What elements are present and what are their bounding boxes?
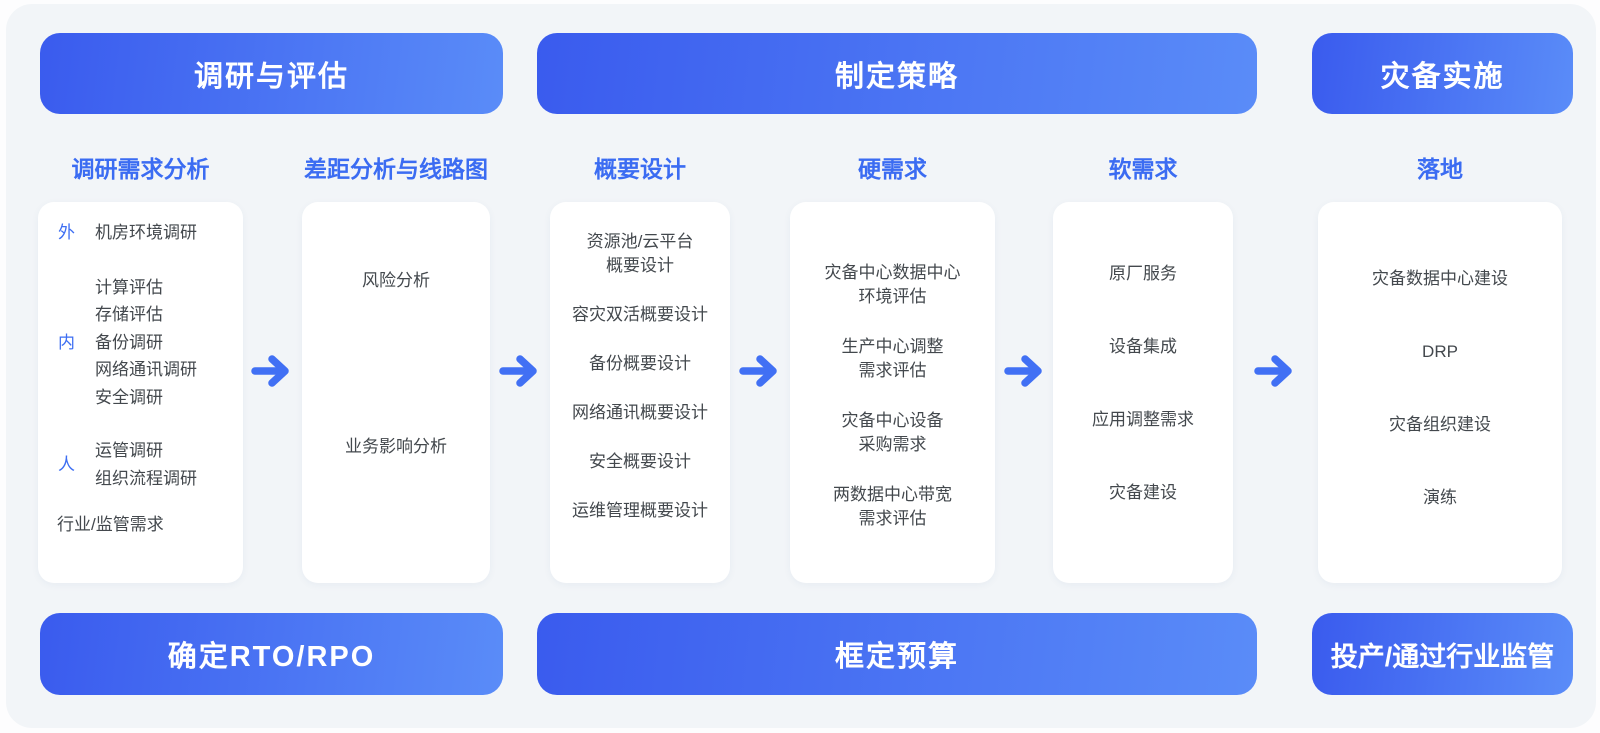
card-item: 运维管理概要设计 — [572, 501, 708, 520]
group-label-internal: 内 — [58, 332, 75, 352]
card-line: 运管调研 — [95, 441, 163, 460]
card-item-list: 原厂服务设备集成应用调整需求灾备建设 — [1053, 202, 1233, 505]
footer-banner-budget: 框定预算 — [537, 613, 1257, 695]
right-arrow-icon — [1004, 355, 1042, 387]
card-item: 容灾双活概要设计 — [572, 305, 708, 324]
card-item: 原厂服务 — [1109, 264, 1177, 283]
card-line: 网络通讯调研 — [95, 360, 197, 379]
card-line: 组织流程调研 — [95, 468, 197, 488]
card-item-list: 风险分析业务影响分析 — [302, 202, 490, 459]
card-item: 网络通讯概要设计 — [572, 403, 708, 422]
right-arrow-icon — [251, 355, 289, 387]
group-lines: 计算评估存储评估备份调研网络通讯调研安全调研 — [95, 274, 243, 412]
card-item: DRP — [1422, 342, 1458, 361]
card-item: 应用调整需求 — [1092, 410, 1194, 429]
card-line: 机房环境调研 — [95, 223, 197, 242]
industry-regulation-line: 行业/监管需求 — [57, 515, 164, 534]
card-item: 演练 — [1423, 488, 1457, 507]
card-outline-design: 资源池/云平台 概要设计容灾双活概要设计备份概要设计网络通讯概要设计安全概要设计… — [550, 202, 730, 583]
group-lines: 机房环境调研 — [95, 219, 243, 247]
card-line: 计算评估 — [95, 277, 163, 297]
card-line: 存储评估 — [95, 305, 163, 324]
column-header-soft-requirements: 软需求 — [1108, 156, 1178, 182]
column-header-landing: 落地 — [1417, 156, 1463, 182]
column-header-research-demand: 调研需求分析 — [71, 156, 210, 182]
footer-banner-rto-rpo: 确定RTO/RPO — [40, 613, 503, 695]
card-item: 两数据中心带宽 需求评估 — [833, 485, 952, 528]
footer-banner-go-live: 投产/通过行业监管 — [1312, 613, 1573, 695]
right-arrow-icon — [499, 355, 537, 387]
card-item: 设备集成 — [1109, 337, 1177, 356]
right-arrow-icon — [739, 355, 777, 387]
card-item: 灾备数据中心建设 — [1372, 269, 1508, 288]
group-lines: 运管调研组织流程调研 — [95, 437, 243, 492]
banner-implementation: 灾备实施 — [1312, 33, 1573, 114]
column-header-hard-requirements: 硬需求 — [858, 156, 927, 182]
group-external: 外 机房环境调研 — [38, 219, 243, 247]
card-research-demand: 外 机房环境调研 内 计算评估存储评估备份调研网络通讯调研安全调研 人 运管调研… — [38, 202, 243, 583]
card-item-list: 灾备中心数据中心 环境评估生产中心调整 需求评估灾备中心设备 采购需求两数据中心… — [790, 202, 995, 531]
card-line: 备份调研 — [95, 332, 163, 352]
card-gap-analysis: 风险分析业务影响分析 — [302, 202, 490, 583]
card-item: 风险分析 — [362, 271, 430, 290]
column-header-gap-analysis: 差距分析与线路图 — [304, 156, 488, 182]
card-item: 灾备中心数据中心 环境评估 — [824, 263, 961, 306]
card-soft-requirements: 原厂服务设备集成应用调整需求灾备建设 — [1053, 202, 1233, 583]
card-landing: 灾备数据中心建设 DRP 灾备组织建设演练 — [1318, 202, 1562, 583]
card-item: 资源池/云平台 概要设计 — [586, 232, 694, 275]
banner-strategy: 制定策略 — [537, 33, 1257, 114]
group-internal: 内 计算评估存储评估备份调研网络通讯调研安全调研 — [38, 274, 243, 412]
card-item: 灾备组织建设 — [1389, 415, 1491, 434]
banner-research-evaluation: 调研与评估 — [40, 33, 503, 114]
card-item: 业务影响分析 — [345, 437, 447, 456]
column-header-outline-design: 概要设计 — [594, 156, 686, 182]
card-item-list: 灾备数据中心建设 DRP 灾备组织建设演练 — [1318, 202, 1562, 510]
card-line: 安全调研 — [95, 387, 163, 407]
card-item: 备份概要设计 — [589, 354, 691, 373]
group-label-external: 外 — [58, 223, 75, 242]
card-item: 安全概要设计 — [589, 452, 691, 471]
card-item: 灾备建设 — [1109, 483, 1177, 502]
card-item-list: 资源池/云平台 概要设计容灾双活概要设计备份概要设计网络通讯概要设计安全概要设计… — [550, 202, 730, 523]
card-item: 灾备中心设备 采购需求 — [841, 411, 944, 454]
right-arrow-icon — [1254, 355, 1292, 387]
group-label-people: 人 — [58, 454, 75, 474]
card-hard-requirements: 灾备中心数据中心 环境评估生产中心调整 需求评估灾备中心设备 采购需求两数据中心… — [790, 202, 995, 583]
group-people: 人 运管调研组织流程调研 — [38, 437, 243, 492]
card-item: 生产中心调整 需求评估 — [841, 337, 944, 380]
